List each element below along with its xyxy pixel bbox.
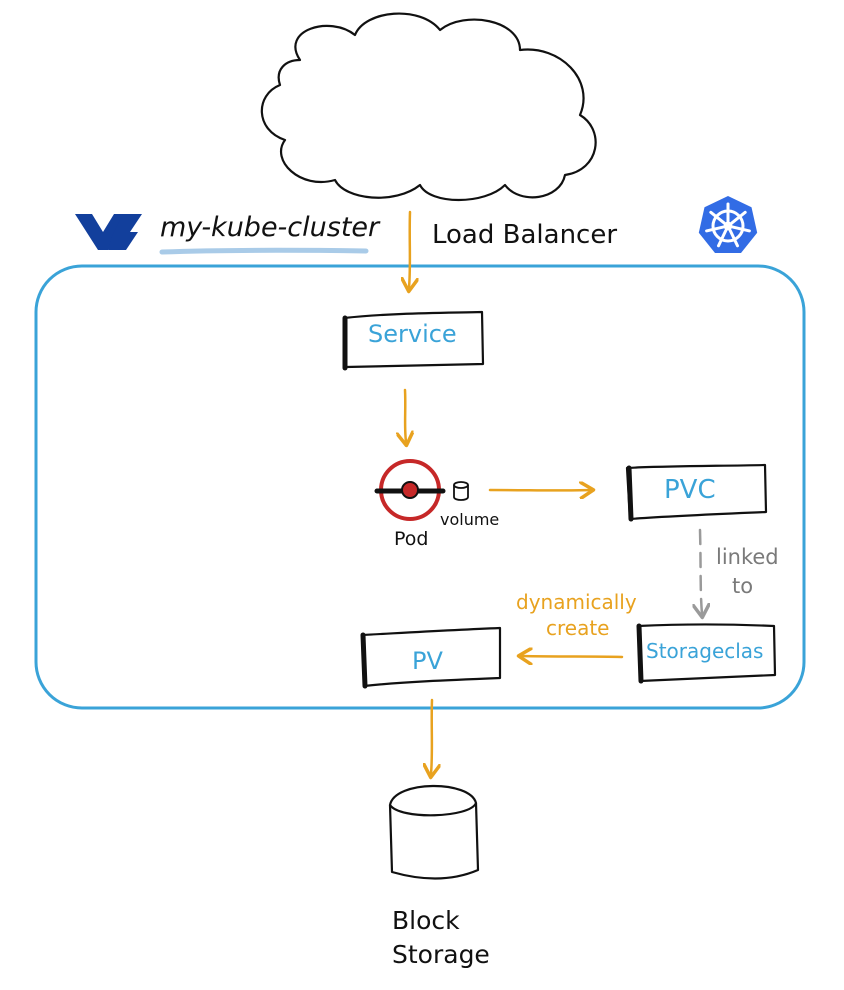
storageclass-node xyxy=(636,623,777,684)
block-storage-label-line1: Block xyxy=(392,906,460,935)
block-storage-label-line2: Storage xyxy=(392,940,490,969)
volume-label: volume xyxy=(440,510,500,529)
cluster-boundary xyxy=(34,264,806,710)
service-node xyxy=(342,310,485,371)
pod-icon xyxy=(374,459,446,521)
kubernetes-logo-icon xyxy=(698,196,758,253)
arrow-pv-to-block-storage xyxy=(431,698,432,774)
arrow-cloud-to-service xyxy=(409,210,410,288)
dynamically-label-line2: create xyxy=(546,616,610,640)
dynamically-label-line1: dynamically xyxy=(516,590,637,614)
ovh-logo-icon xyxy=(75,214,142,250)
linked-label-line2: to xyxy=(732,574,754,598)
load-balancer-label: Load Balancer xyxy=(432,220,618,250)
storageclass-label: Storageclas xyxy=(646,639,764,663)
arrow-pvc-to-storageclass xyxy=(700,528,702,614)
pv-node xyxy=(360,626,502,689)
service-label: Service xyxy=(368,320,457,348)
cluster-name-underline xyxy=(159,247,369,255)
pvc-node xyxy=(625,463,768,522)
arrow-service-to-pod xyxy=(405,388,406,442)
arrow-storageclass-to-pv xyxy=(522,656,624,657)
linked-label-line1: linked xyxy=(716,545,779,569)
cylinder-icon xyxy=(388,784,480,880)
cluster-name: my-kube-cluster xyxy=(160,212,380,243)
volume-icon xyxy=(453,481,469,501)
pv-label: PV xyxy=(412,647,443,675)
cloud-icon xyxy=(260,12,597,201)
pvc-label: PVC xyxy=(664,475,716,505)
pod-label: Pod xyxy=(394,528,429,550)
